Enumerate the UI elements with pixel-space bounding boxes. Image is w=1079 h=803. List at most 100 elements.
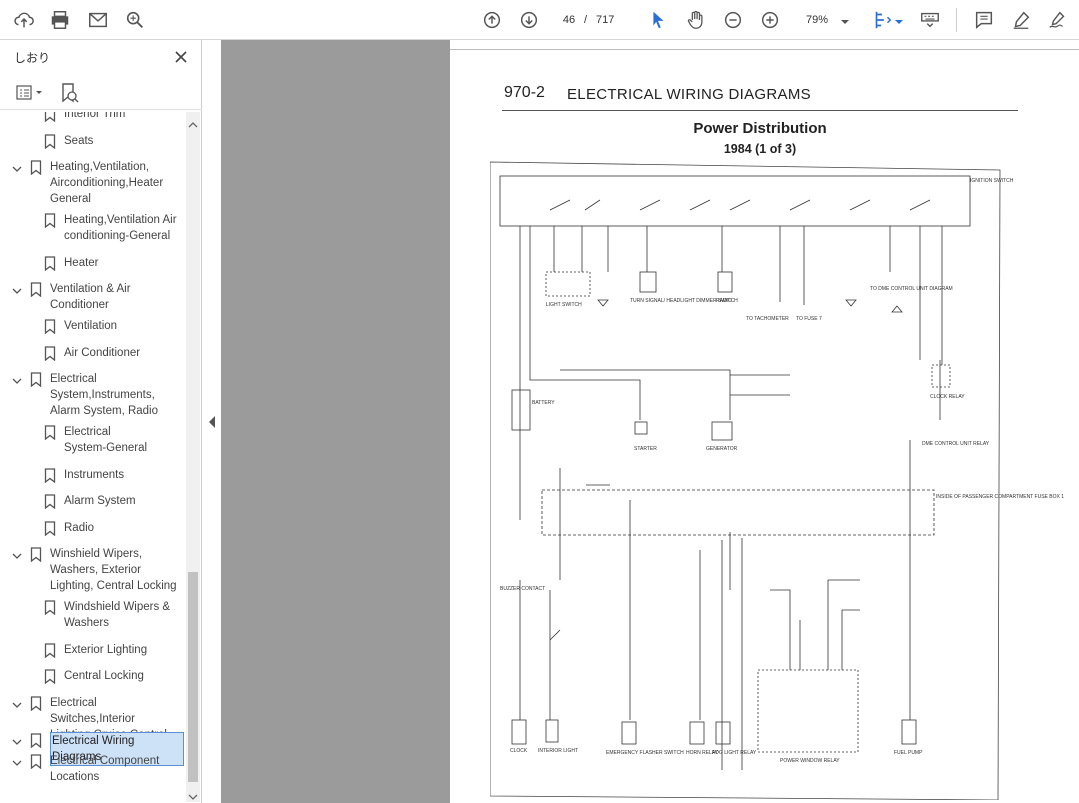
bookmark-item[interactable]: Alarm System <box>0 493 186 510</box>
bookmark-item[interactable]: Heating,Ventilation, Airconditioning,Hea… <box>0 159 186 207</box>
keyboard-scroll-icon[interactable] <box>916 6 944 34</box>
bookmark-label: Windshield Wipers & Washers <box>64 601 171 629</box>
bookmark-label: Radio <box>64 521 95 534</box>
fit-page-icon[interactable] <box>868 6 896 34</box>
bookmark-item[interactable]: Exterior Lighting <box>0 642 186 658</box>
bookmark-label: Electrical System-General <box>64 426 148 454</box>
page-total: 717 <box>596 14 615 26</box>
bookmark-item[interactable]: Seats <box>0 133 186 149</box>
chevron-down-icon[interactable] <box>12 285 22 295</box>
bookmark-icon <box>30 753 42 769</box>
comment-icon[interactable] <box>970 6 998 34</box>
bookmark-label: Air Conditioner <box>64 346 141 359</box>
bookmark-item[interactable]: Electrical System-General <box>0 424 186 456</box>
label-horn-relay: HORN RELAY <box>686 750 719 756</box>
close-icon[interactable] <box>172 48 190 66</box>
label-radio: RADIO <box>716 298 732 304</box>
chevron-down-icon[interactable] <box>12 163 22 173</box>
fit-dropdown-icon[interactable] <box>894 14 904 24</box>
scroll-down-icon[interactable] <box>188 788 198 800</box>
label-emergency-flasher: EMERGENCY FLASHER SWITCH <box>606 750 684 756</box>
bookmark-icon <box>44 600 56 616</box>
bookmark-icon <box>44 319 56 335</box>
page-separator: / <box>584 14 588 26</box>
diagram-subtitle: 1984 (1 of 3) <box>723 142 797 156</box>
bookmark-icon <box>44 520 56 536</box>
bookmark-label: Heater <box>64 256 99 269</box>
collapse-panel-icon[interactable] <box>204 412 220 432</box>
bookmarks-header: しおり <box>0 40 202 74</box>
chevron-down-icon[interactable] <box>12 736 22 746</box>
bookmark-item[interactable]: Instruments <box>0 467 186 483</box>
bookmark-item[interactable]: Winshield Wipers, Washers, Exterior Ligh… <box>0 546 186 594</box>
options-list-icon[interactable] <box>16 84 46 102</box>
bookmark-icon <box>44 642 56 658</box>
bookmark-item[interactable]: Electrical Wiring Diagrams <box>0 731 186 766</box>
bookmark-icon <box>44 425 56 441</box>
bookmark-item[interactable]: Windshield Wipers & Washers <box>0 599 186 631</box>
bookmark-item[interactable]: Ventilation <box>0 318 186 335</box>
highlight-pen-icon[interactable] <box>1007 6 1035 34</box>
label-fuse: TO FUSE 7 <box>796 316 822 322</box>
bookmark-icon <box>44 133 56 149</box>
select-cursor-icon[interactable] <box>644 6 672 34</box>
page-number-input[interactable]: 46 <box>562 14 576 26</box>
bookmark-item[interactable]: Electrical Component Locations <box>0 753 186 785</box>
bookmark-label: Ventilation & Air Conditioner <box>50 283 131 311</box>
bookmark-item[interactable]: Air Conditioner <box>0 345 186 361</box>
chevron-down-icon[interactable] <box>12 699 22 709</box>
bookmark-item[interactable]: Heating,Ventilation Air conditioning-Gen… <box>0 212 186 244</box>
bookmark-item[interactable]: Electrical System,Instruments, Alarm Sys… <box>0 371 186 419</box>
bookmark-icon <box>30 547 42 563</box>
mail-icon[interactable] <box>84 6 112 34</box>
zoom-dropdown-icon[interactable] <box>840 14 850 24</box>
zoom-in-icon[interactable] <box>756 6 784 34</box>
bookmark-item[interactable]: Radio <box>0 520 186 536</box>
bookmark-icon <box>44 213 56 229</box>
page-header-title: ELECTRICAL WIRING DIAGRAMS <box>567 86 811 103</box>
document-viewer[interactable]: 970-2 ELECTRICAL WIRING DIAGRAMS Power D… <box>221 40 1079 803</box>
bookmark-scrollbar[interactable] <box>186 112 200 802</box>
label-ignition-switch: IGNITION SWITCH <box>970 178 1014 184</box>
diagram-labels: IGNITION SWITCH LIGHT SWITCH TURN SIGNAL… <box>500 178 1064 764</box>
chevron-down-icon[interactable] <box>12 757 22 767</box>
bookmark-item[interactable]: Interior Trim <box>0 112 186 123</box>
scrollbar-thumb[interactable] <box>188 572 198 782</box>
label-clock: CLOCK <box>510 748 528 754</box>
upload-cloud-icon[interactable] <box>10 6 38 34</box>
label-tachometer: TO TACHOMETER <box>746 316 789 322</box>
chevron-down-icon[interactable] <box>12 375 22 385</box>
zoom-level-input[interactable]: 79% <box>805 14 829 26</box>
previous-page-icon[interactable] <box>478 6 506 34</box>
add-bookmark-icon[interactable] <box>58 82 80 104</box>
bookmark-icon <box>30 160 42 176</box>
bookmark-icon <box>44 255 56 271</box>
chevron-down-icon[interactable] <box>12 550 22 560</box>
page-header-number: 970-2 <box>504 84 545 101</box>
next-page-icon[interactable] <box>515 6 543 34</box>
sign-icon[interactable] <box>1044 6 1072 34</box>
bookmark-item[interactable]: Heater <box>0 255 186 271</box>
label-light-switch: LIGHT SWITCH <box>546 302 582 308</box>
hand-tool-icon[interactable] <box>682 6 710 34</box>
bookmark-item[interactable]: Ventilation & Air Conditioner <box>0 281 186 313</box>
bookmark-label: Winshield Wipers, Washers, Exterior Ligh… <box>50 548 177 592</box>
bookmark-item[interactable]: Electrical Switches,Interior Lighting,Cr… <box>0 695 186 741</box>
scroll-up-icon[interactable] <box>188 116 198 128</box>
label-fuse-box: INSIDE OF PASSENGER COMPARTMENT FUSE BOX… <box>936 494 1064 500</box>
zoom-out-icon[interactable] <box>719 6 747 34</box>
header-rule <box>502 110 1018 111</box>
diagram-title: Power Distribution <box>693 120 827 137</box>
bookmark-label: Central Locking <box>64 670 144 682</box>
bookmark-label: Instruments <box>64 468 125 481</box>
bookmark-label: Alarm System <box>64 495 136 507</box>
search-icon[interactable] <box>121 6 149 34</box>
print-icon[interactable] <box>46 6 74 34</box>
bookmark-item[interactable]: Central Locking <box>0 668 186 685</box>
bookmark-label: Exterior Lighting <box>64 643 148 656</box>
label-power-window-relay: POWER WINDOW RELAY <box>780 758 840 764</box>
bookmark-label: Heating,Ventilation, Airconditioning,Hea… <box>50 161 164 205</box>
